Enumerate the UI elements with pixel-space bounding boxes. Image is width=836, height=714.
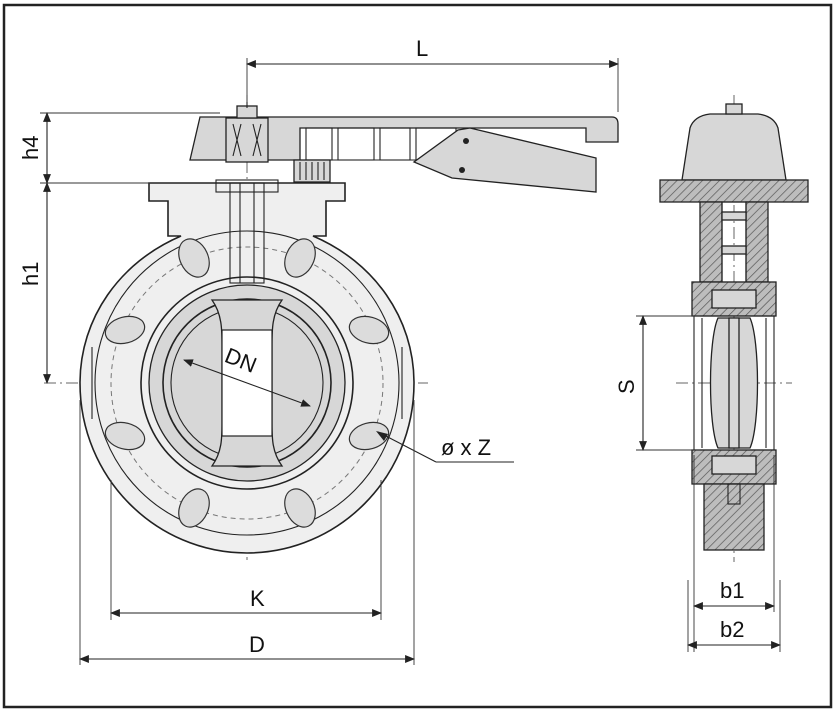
s-label: S [614,379,639,394]
h1-label: h1 [18,262,43,286]
b2-label: b2 [720,617,744,642]
side-top-flange [659,179,809,203]
bolt-hole-label: ø x Z [441,435,491,460]
bolt-circle [110,246,384,520]
liner-outer [140,276,354,490]
h4-label: h4 [18,136,43,160]
lever-bar [189,116,619,161]
side-handle-cap [681,113,787,181]
b1-label: b1 [720,578,744,603]
dn-dimension-line [183,359,311,407]
lever-trigger [412,127,597,193]
d-label: D [249,632,265,657]
bolt-slots [104,238,390,528]
front-dimensions: L h4 h1 K D [18,36,619,665]
front-view: DN ø x Z [44,95,514,560]
seat-ring [162,298,332,468]
drawing-frame [2,3,833,709]
flange-inner-ring [94,230,400,536]
l-label: L [416,36,428,61]
k-label: K [250,586,265,611]
side-view: S b1 b2 [614,95,809,652]
ratchet-hub [225,117,269,163]
bolt-hole-leader [377,431,437,463]
lever-handle [189,102,619,193]
